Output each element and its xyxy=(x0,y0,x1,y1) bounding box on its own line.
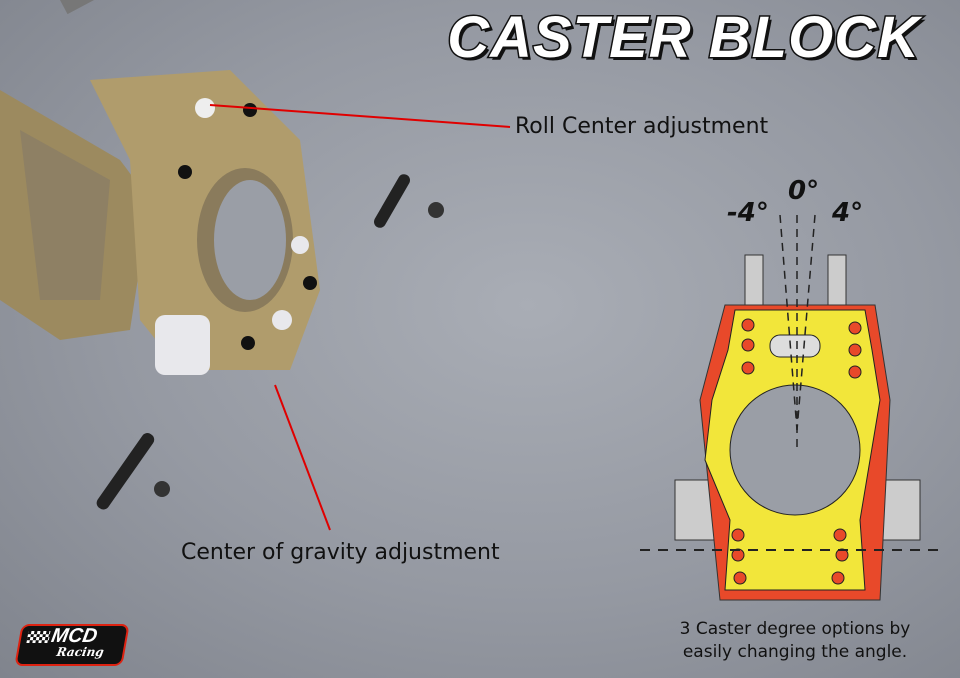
caster-diagram xyxy=(640,214,945,601)
caster-note-line2: easily changing the angle. xyxy=(682,642,908,662)
angle-plus-4: 4° xyxy=(832,198,864,228)
center-of-gravity-label: Center of gravity adjustment xyxy=(181,540,500,565)
angle-0: 0° xyxy=(788,176,820,206)
caster-note-line1: 3 Caster degree options by xyxy=(679,619,911,639)
pin-upper xyxy=(374,174,444,228)
mcd-racing-logo: MCD Racing xyxy=(14,624,130,666)
roll-center-callout-line xyxy=(209,104,511,128)
cog-callout-line xyxy=(274,384,331,531)
pin-lower xyxy=(96,433,170,510)
logo-sub: Racing xyxy=(55,645,106,659)
caster-note: 3 Caster degree options by easily changi… xyxy=(650,618,940,664)
page-title: CASTER BLOCK xyxy=(446,4,921,72)
checkered-flag-icon xyxy=(26,631,51,643)
angle-minus-4: -4° xyxy=(727,198,769,228)
roll-center-label: Roll Center adjustment xyxy=(515,114,769,139)
caster-block-part xyxy=(0,0,320,375)
